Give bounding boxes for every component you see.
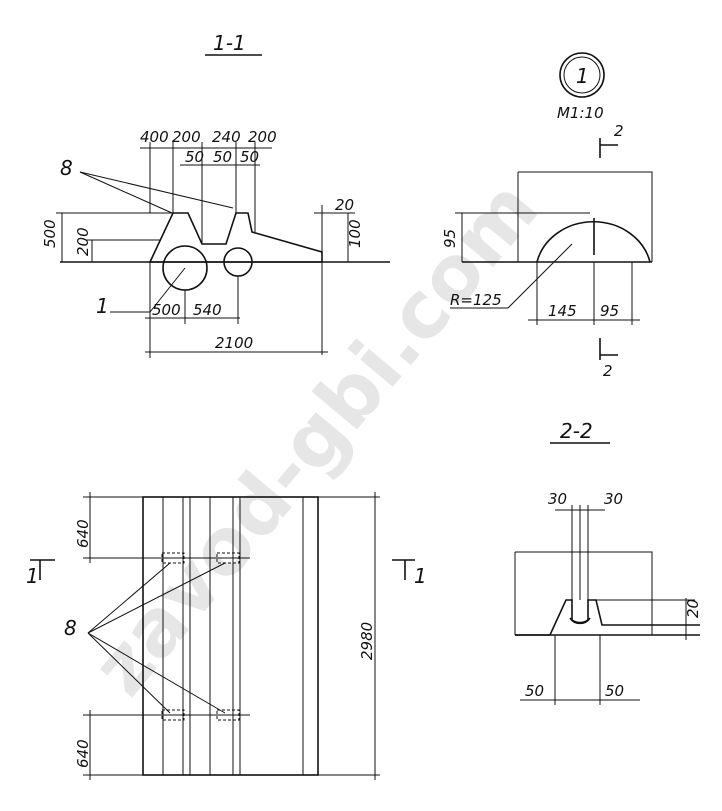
dim-95-vert: 95 bbox=[441, 229, 459, 248]
section-2-2-title: 2-2 bbox=[560, 419, 593, 443]
dim-240: 240 bbox=[212, 128, 241, 146]
dim-500-vert: 500 bbox=[41, 219, 59, 248]
dim-50-b: 50 bbox=[213, 148, 232, 166]
dim-50-left: 50 bbox=[525, 682, 544, 700]
dim-20: 20 bbox=[335, 196, 354, 214]
plan-cut-left: 1 bbox=[26, 564, 39, 588]
dim-50-c: 50 bbox=[240, 148, 259, 166]
cut-mark-2-bottom: 2 bbox=[603, 362, 613, 380]
dim-100-vert: 100 bbox=[346, 219, 364, 248]
dim-30-b: 30 bbox=[604, 490, 623, 508]
dim-640-top: 640 bbox=[74, 519, 92, 548]
dim-50-right: 50 bbox=[605, 682, 624, 700]
watermark: zavod-gbi.com bbox=[76, 164, 556, 712]
dim-640-bottom: 640 bbox=[74, 739, 92, 768]
dim-200-vert: 200 bbox=[74, 227, 92, 256]
plan-view: 8 1 1 640 640 2980 bbox=[26, 492, 427, 780]
dim-400: 400 bbox=[140, 128, 169, 146]
dim-200: 200 bbox=[172, 128, 201, 146]
plan-cut-right: 1 bbox=[414, 564, 427, 588]
callout-8: 8 bbox=[60, 156, 73, 180]
section-2-2: 2-2 30 30 20 50 50 bbox=[514, 419, 702, 705]
dim-500-bottom: 500 bbox=[152, 301, 181, 319]
section-1-1-title: 1-1 bbox=[213, 31, 246, 55]
dim-2100: 2100 bbox=[215, 334, 253, 352]
dim-200-b: 200 bbox=[248, 128, 277, 146]
callout-1: 1 bbox=[96, 294, 109, 318]
detail-1-scale: M1:10 bbox=[557, 104, 604, 122]
dim-20-vert: 20 bbox=[684, 599, 702, 618]
detail-1-number: 1 bbox=[576, 64, 589, 88]
dim-50-a: 50 bbox=[185, 148, 204, 166]
detail-1-circle bbox=[559, 52, 605, 98]
detail-1: 1 M1:10 2 2 95 R=125 145 95 bbox=[441, 52, 653, 380]
dim-2980: 2980 bbox=[358, 622, 376, 660]
section-1-1: 1-1 400 200 240 200 50 50 50 8 500 2 bbox=[41, 31, 390, 358]
dim-540-bottom: 540 bbox=[193, 301, 222, 319]
slab-profile bbox=[148, 212, 323, 263]
plan-callout-8: 8 bbox=[64, 616, 77, 640]
slab-outline bbox=[142, 496, 319, 776]
radius-label: R=125 bbox=[450, 291, 502, 309]
channel-profile bbox=[515, 599, 700, 636]
cut-mark-2-top: 2 bbox=[614, 122, 624, 140]
dim-30-a: 30 bbox=[548, 490, 567, 508]
dim-145: 145 bbox=[548, 302, 577, 320]
dim-95: 95 bbox=[600, 302, 619, 320]
